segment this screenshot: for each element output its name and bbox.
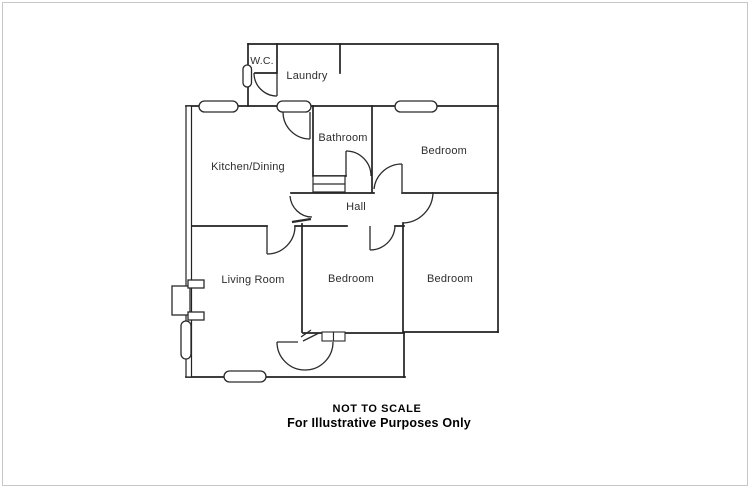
fireplace-tab-top	[187, 279, 205, 289]
window-symbol	[198, 100, 239, 113]
door-arc	[253, 72, 278, 97]
disclaimer-line-1: NOT TO SCALE	[332, 403, 422, 415]
room-label-kitchen-dining: Kitchen/Dining	[211, 161, 285, 173]
room-label-hall: Hall	[346, 201, 366, 213]
window-symbol	[394, 100, 438, 113]
wall-segment	[403, 331, 499, 378]
window-pane	[332, 331, 346, 342]
disclaimer-line-2: For Illustrative Purposes Only	[287, 416, 471, 430]
room-label-bedroom-top-right: Bedroom	[420, 145, 468, 157]
room-label-wc: W.C.	[250, 55, 274, 67]
window-symbol	[242, 64, 253, 88]
patio-window-panes	[321, 331, 346, 342]
window-symbol	[180, 320, 192, 360]
door-arc	[373, 163, 403, 190]
wall-segment	[254, 43, 278, 74]
fireplace-outer	[171, 285, 191, 316]
window-symbol	[276, 100, 312, 113]
door-arc	[369, 225, 396, 251]
door-leaf	[300, 329, 320, 342]
door-leaf	[291, 217, 312, 224]
door-arc	[276, 341, 334, 371]
window-symbol	[223, 370, 267, 383]
hall-cupboard	[312, 175, 346, 193]
wall-segment	[301, 222, 404, 333]
windows	[180, 64, 438, 383]
wall-segment	[247, 43, 499, 333]
room-label-living-room: Living Room	[221, 274, 285, 286]
room-label-bedroom-bottom-middle: Bedroom	[327, 273, 375, 285]
window-pane	[321, 331, 335, 342]
room-label-bathroom: Bathroom	[318, 132, 368, 144]
fireplace-symbol	[171, 279, 205, 321]
door-arc	[289, 195, 313, 218]
walls	[185, 43, 499, 378]
room-label-laundry: Laundry	[286, 70, 328, 82]
door-arc	[266, 225, 296, 255]
doors	[253, 72, 434, 371]
door-arc	[402, 191, 434, 224]
door-arc	[345, 150, 372, 177]
fireplace-tab-bottom	[187, 311, 205, 321]
wall-double-left	[185, 105, 193, 378]
room-label-bedroom-bottom-right: Bedroom	[426, 273, 474, 285]
door-arc	[282, 111, 311, 140]
